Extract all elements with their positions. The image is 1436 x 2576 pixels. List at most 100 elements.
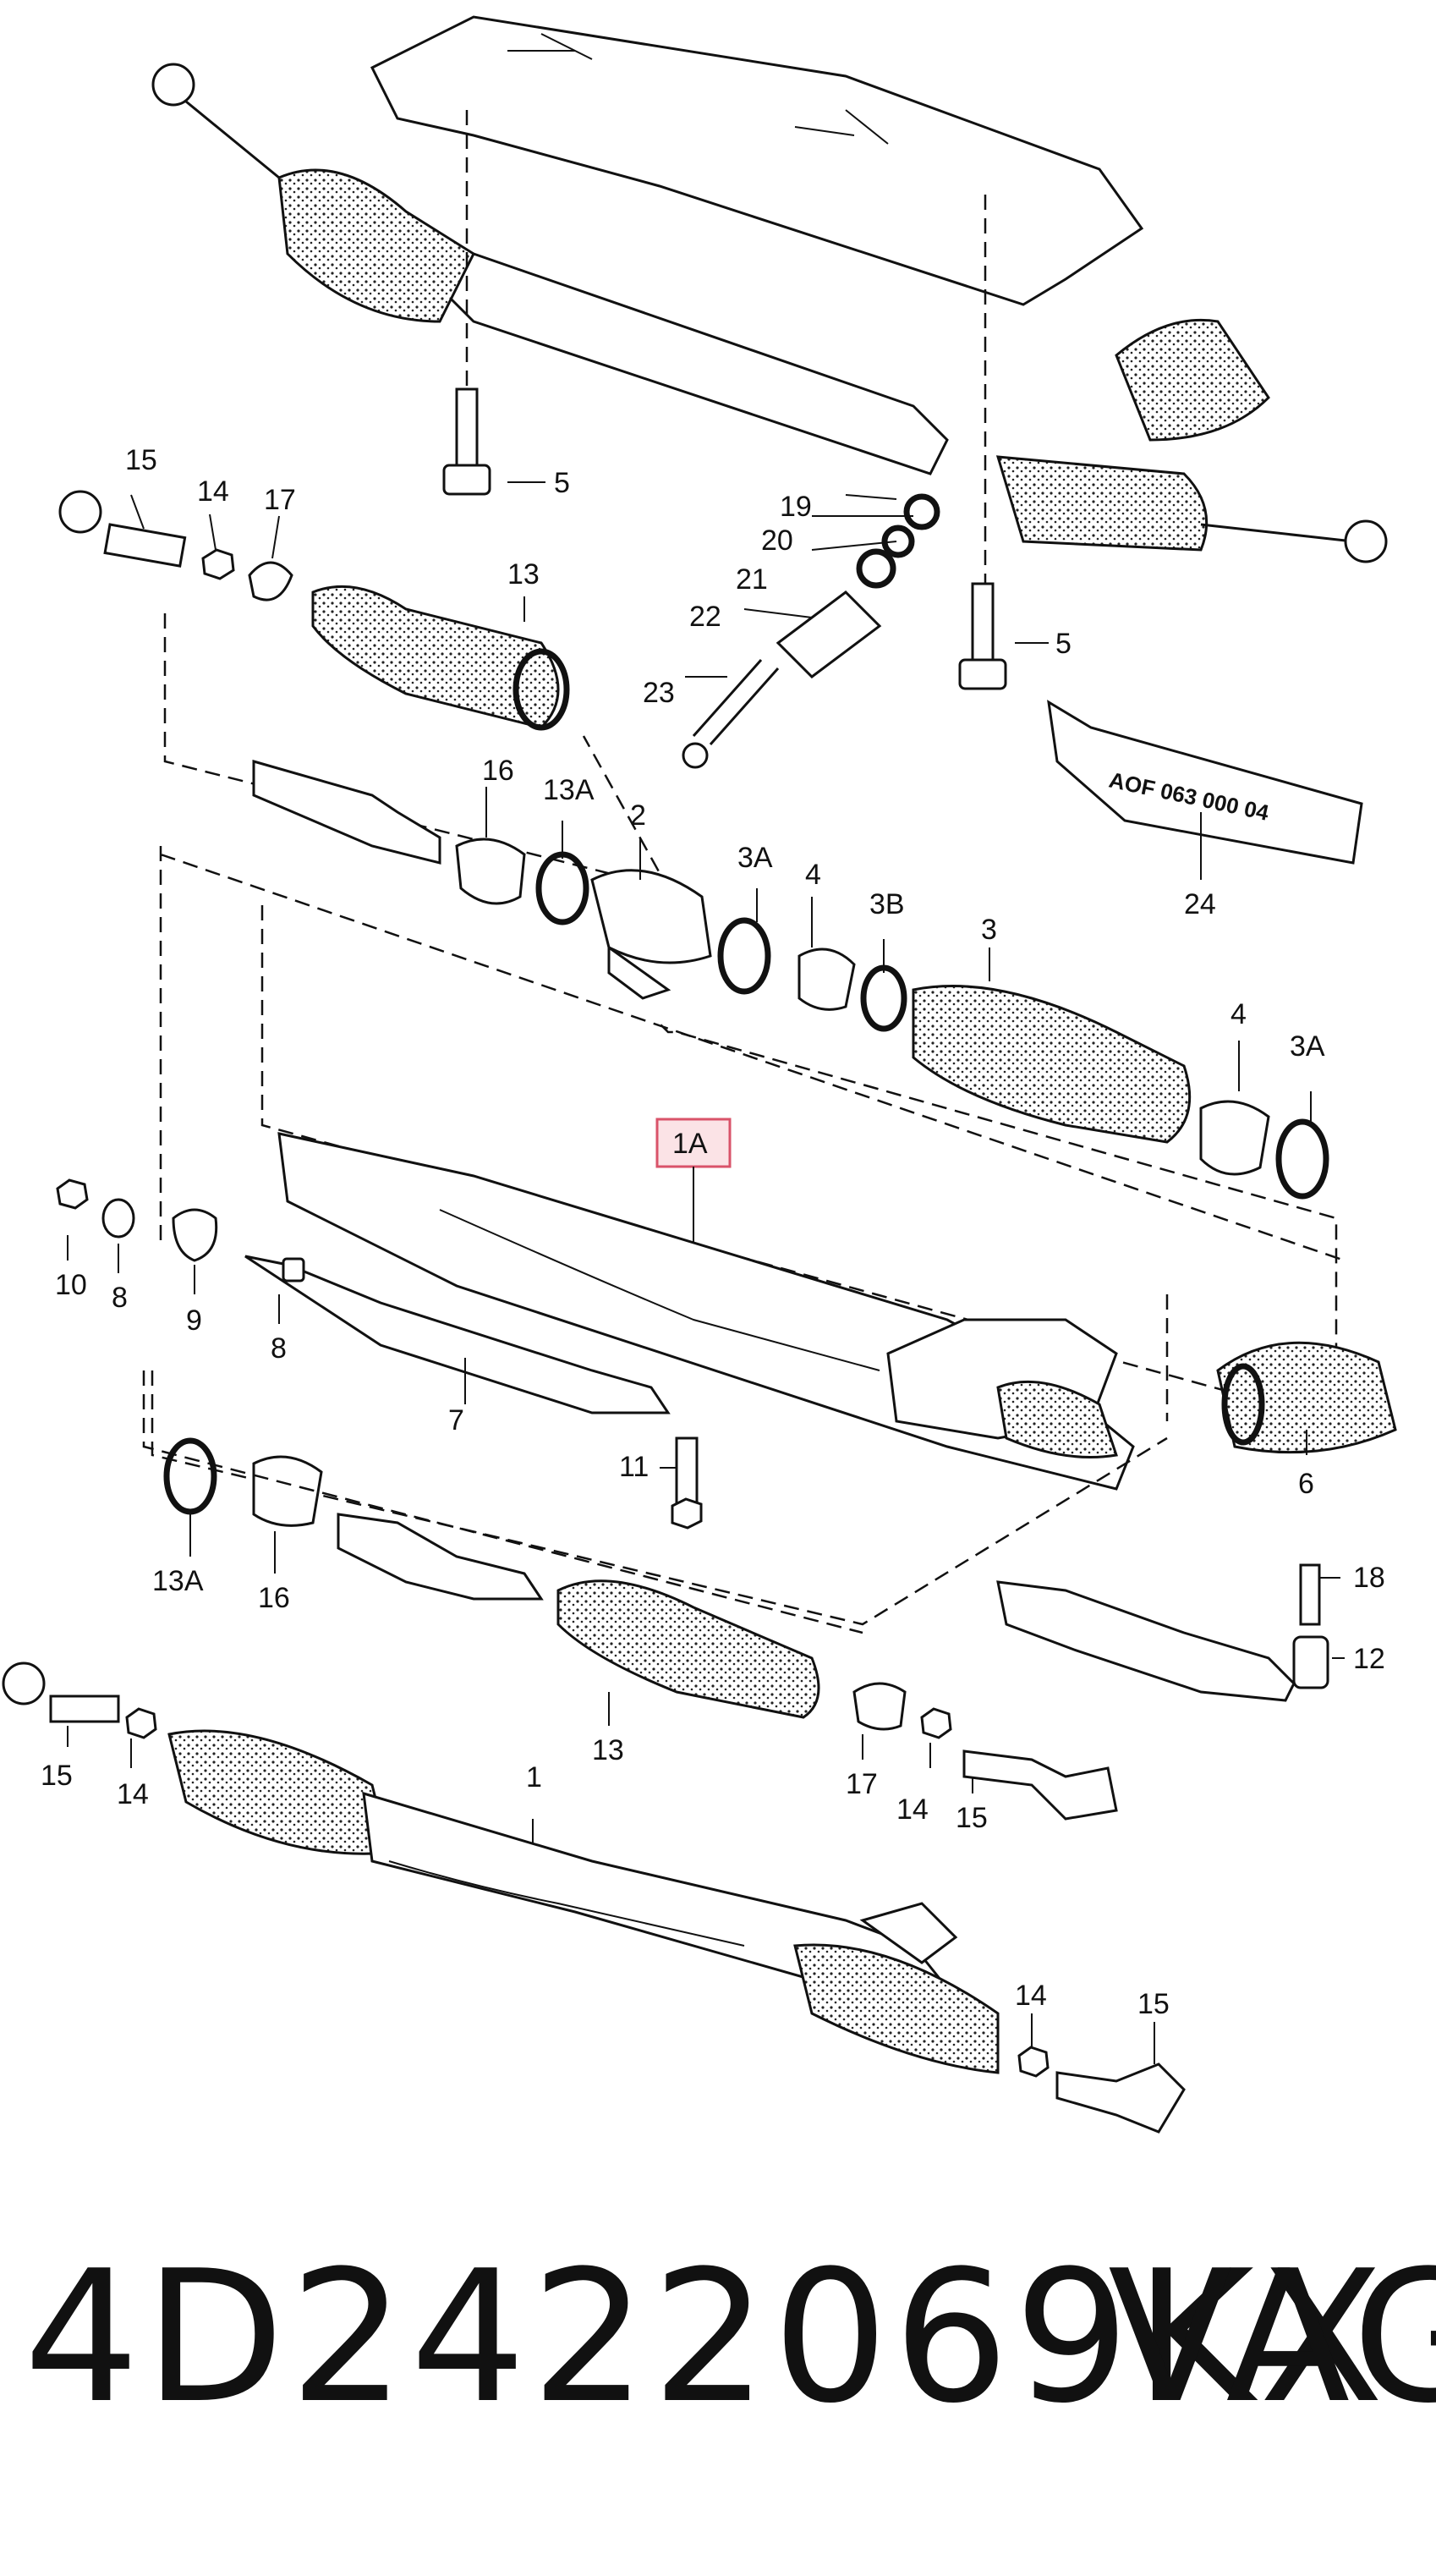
bottom-left-boot: [167, 1729, 391, 1855]
rack-end-boot: [996, 1380, 1118, 1458]
inner-tie-rod-upper: [252, 760, 441, 865]
top-assembly: AOF 063 000 04: [151, 15, 1388, 865]
bottom-right-boot: [793, 1943, 1000, 2074]
label-4-lower: 4: [1230, 998, 1247, 1030]
grease-tube-24: [1047, 700, 1363, 865]
clamp-4-upper: [797, 947, 856, 1011]
label-14-bottom-far: 14: [1015, 1980, 1047, 2012]
label-15-bottom-left: 15: [41, 1760, 73, 1792]
washer-19: [903, 493, 940, 530]
tie-rod-end-15-top: [58, 490, 102, 534]
bottom-rack-1: [2, 1661, 1186, 2134]
footer: 4D2422069KX VAG: [0, 2246, 1436, 2525]
label-1: 1: [526, 1761, 542, 1793]
top-left-tie-rod-end: [151, 63, 195, 107]
label-24: 24: [1184, 888, 1216, 920]
bolt-5-upper: [455, 387, 479, 467]
label-15-bottom-mid: 15: [956, 1802, 988, 1834]
label-15-top: 15: [125, 444, 157, 476]
top-valve-boot: [1115, 318, 1270, 442]
rack-1a-assembly: [151, 846, 1397, 1626]
label-16-upper: 16: [482, 755, 514, 787]
tie-rod-end-15-bottom-left: [2, 1661, 46, 1705]
label-6: 6: [1298, 1468, 1314, 1500]
label-3b: 3B: [869, 888, 905, 920]
label-18: 18: [1353, 1562, 1385, 1594]
nut-14-bottom-far: [1017, 2046, 1050, 2078]
inner-tie-rod-lower: [337, 1513, 544, 1601]
top-rack-housing: [437, 252, 949, 475]
clamp-4-lower: [1199, 1100, 1270, 1176]
boot-3: [912, 985, 1192, 1144]
piston-2: [590, 869, 712, 964]
bolt-18: [1299, 1563, 1321, 1626]
clamp-16-lower: [252, 1455, 323, 1527]
label-13-top: 13: [507, 558, 540, 590]
lower-row-parts: [142, 1370, 863, 1719]
brand-name: VAG: [1108, 2231, 1436, 2443]
label-14-bottom-mid: 14: [896, 1793, 929, 1826]
label-2: 2: [630, 799, 646, 832]
label-22: 22: [689, 601, 721, 633]
label-13a-lower: 13A: [152, 1565, 204, 1597]
tie-rod-7: [244, 1255, 671, 1414]
label-10: 10: [55, 1269, 87, 1301]
label-7: 7: [448, 1404, 464, 1436]
right-outer-tie-rod: [996, 1563, 1329, 1702]
label-19: 19: [780, 491, 812, 523]
label-4-upper: 4: [805, 859, 821, 891]
bolt-5-lower: [971, 582, 995, 662]
clamp-17-bottom: [852, 1682, 907, 1731]
heat-shield: [370, 15, 1144, 306]
ring-20: [881, 525, 915, 558]
boot-13-top: [311, 585, 560, 729]
label-14-bottom-left: 14: [117, 1778, 149, 1810]
label-13-lower: 13: [592, 1734, 624, 1766]
label-3: 3: [981, 914, 997, 946]
label-12: 12: [1353, 1643, 1385, 1675]
label-15-bottom-far: 15: [1137, 1988, 1170, 2020]
label-17-bottom: 17: [846, 1768, 878, 1800]
label-14-top: 14: [197, 475, 229, 508]
label-5-upper: 5: [554, 467, 570, 499]
label-3a-lower: 3A: [1290, 1030, 1325, 1063]
label-23: 23: [643, 677, 675, 709]
ring-13a-lower: [163, 1437, 217, 1515]
label-20: 20: [761, 525, 793, 557]
label-8-mid: 8: [271, 1332, 287, 1365]
label-3a-upper: 3A: [737, 842, 773, 874]
clamp-16-upper: [455, 838, 526, 905]
bolt-11: [675, 1436, 699, 1508]
tie-rod-end-12-assembly: [996, 1580, 1296, 1702]
top-right-tie-rod-end: [1344, 519, 1388, 563]
boot-13-lower: [556, 1579, 820, 1719]
label-21: 21: [736, 563, 768, 596]
leader-lines: [67, 481, 1345, 2064]
boot-6: [1216, 1341, 1397, 1454]
label-11: 11: [619, 1451, 649, 1483]
label-17-top: 17: [264, 484, 296, 516]
label-8-left: 8: [112, 1282, 128, 1314]
circlip-21: [856, 548, 896, 589]
label-13a-upper: 13A: [543, 774, 595, 806]
ring-13a-upper: [535, 851, 589, 925]
callout-labels: 5 5 15 14 17 13 19 20 21 22 23 24 16 13A…: [41, 444, 1385, 2020]
clamp-17-top: [248, 561, 293, 601]
tie-rod-end-15-bottom-far: [1055, 2062, 1186, 2134]
ring-3a-lower: [1275, 1118, 1329, 1200]
washer-3b: [860, 964, 907, 1032]
ring-3a-upper: [717, 917, 771, 995]
nut-10: [56, 1178, 89, 1210]
part-number: 4D2422069KX: [24, 2231, 1389, 2443]
label-5-lower: 5: [1055, 628, 1072, 660]
top-right-boot: [995, 455, 1209, 552]
label-16-lower: 16: [258, 1582, 290, 1614]
mid-row-parts: [252, 760, 1338, 1423]
bushing-9: [172, 1208, 218, 1262]
steering-rack-exploded-diagram: AOF 063 000 04: [2, 15, 1397, 2134]
washer-8-left: [101, 1198, 135, 1239]
label-9: 9: [186, 1304, 202, 1337]
sensor-cable-23: [692, 659, 780, 745]
label-1a: 1A: [672, 1128, 708, 1160]
top-left-boot: [277, 168, 475, 323]
